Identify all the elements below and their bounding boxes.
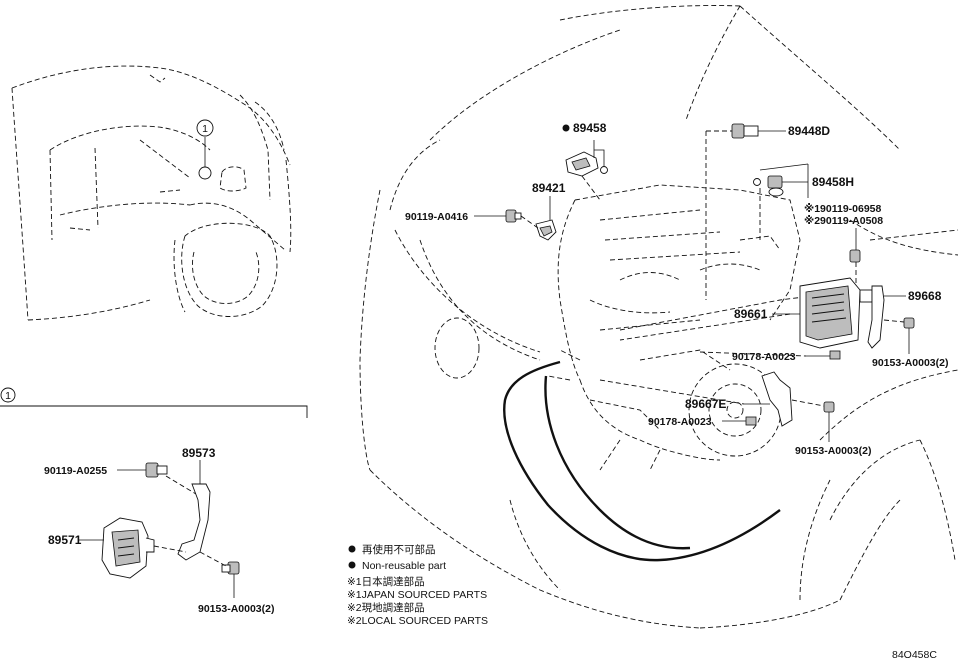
detail-parts <box>78 460 240 598</box>
bracket-callout-number: 1 <box>5 390 11 402</box>
label-89458H: 89458H <box>812 175 854 189</box>
label-90153-A0003-c: 90153-A0003(2) <box>198 603 274 615</box>
bolt-icon <box>505 209 522 223</box>
legend-japan-jp: ※1日本調達部品 <box>347 575 425 588</box>
label-90178-A0023-b: 90178-A0023 <box>648 416 712 428</box>
bolt-icon <box>823 401 835 413</box>
label-90153-A0003-a: 90153-A0003(2) <box>872 357 948 369</box>
legend-local-jp: ※2現地調達部品 <box>347 601 425 614</box>
sensor-89458H-part <box>753 175 784 197</box>
bolt-icon <box>145 462 168 478</box>
grille-outline <box>503 360 781 562</box>
bracket-89667E-part <box>761 371 793 427</box>
bolt-icon <box>221 561 240 575</box>
label-89667E: 89667E <box>685 397 726 411</box>
legend-nonreusable: Non-reusable part <box>362 560 446 572</box>
callout-marker <box>196 119 214 137</box>
part-labels: 89458 89448D 89458H 89421 90119-A0416 ※1… <box>44 121 948 615</box>
legend-japan: ※1JAPAN SOURCED PARTS <box>347 589 487 601</box>
label-90153-A0003-b: 90153-A0003(2) <box>795 445 871 457</box>
label-89458: 89458 <box>573 121 607 135</box>
label-alt-local: ※290119-A0508 <box>804 215 883 227</box>
figure-code: 84O458C <box>892 649 937 661</box>
engine-block <box>547 184 801 471</box>
legend-nonreusable-jp: 再使用不可部品 <box>362 543 436 556</box>
nut-icon <box>745 416 757 426</box>
label-90178-A0023-a: 90178-A0023 <box>732 351 796 363</box>
label-89661: 89661 <box>734 307 768 321</box>
label-89668: 89668 <box>908 289 942 303</box>
sensor-89448D-part <box>731 123 759 139</box>
sensor-module-part <box>101 517 155 579</box>
label-89573: 89573 <box>182 446 216 460</box>
bracket-89668-part <box>867 285 885 349</box>
bracket-part <box>177 483 211 561</box>
label-alt-japan: ※190119-06958 <box>804 203 882 215</box>
legend: 再使用不可部品 Non-reusable part ※1日本調達部品 ※1JAP… <box>347 543 488 627</box>
label-89571: 89571 <box>48 533 82 547</box>
callout-number: 1 <box>202 123 208 135</box>
label-89448D: 89448D <box>788 124 830 138</box>
ecu-89661-part <box>799 277 873 349</box>
callout-bracket: 1 <box>0 387 308 418</box>
legend-local: ※2LOCAL SOURCED PARTS <box>347 615 488 627</box>
non-reusable-dot <box>562 124 570 132</box>
label-90119-A0416: 90119-A0416 <box>405 211 468 223</box>
label-90119-A0255: 90119-A0255 <box>44 465 107 477</box>
crank-sensor-part <box>535 219 557 241</box>
knock-sensor-part <box>565 151 599 177</box>
bolt-icon <box>903 317 915 329</box>
vehicle-silhouette: 1 <box>11 65 292 321</box>
label-89421: 89421 <box>532 181 566 195</box>
right-parts <box>474 123 915 442</box>
nut-icon <box>829 350 841 360</box>
front-body-outline <box>359 5 959 629</box>
bolt-icon <box>849 249 861 263</box>
